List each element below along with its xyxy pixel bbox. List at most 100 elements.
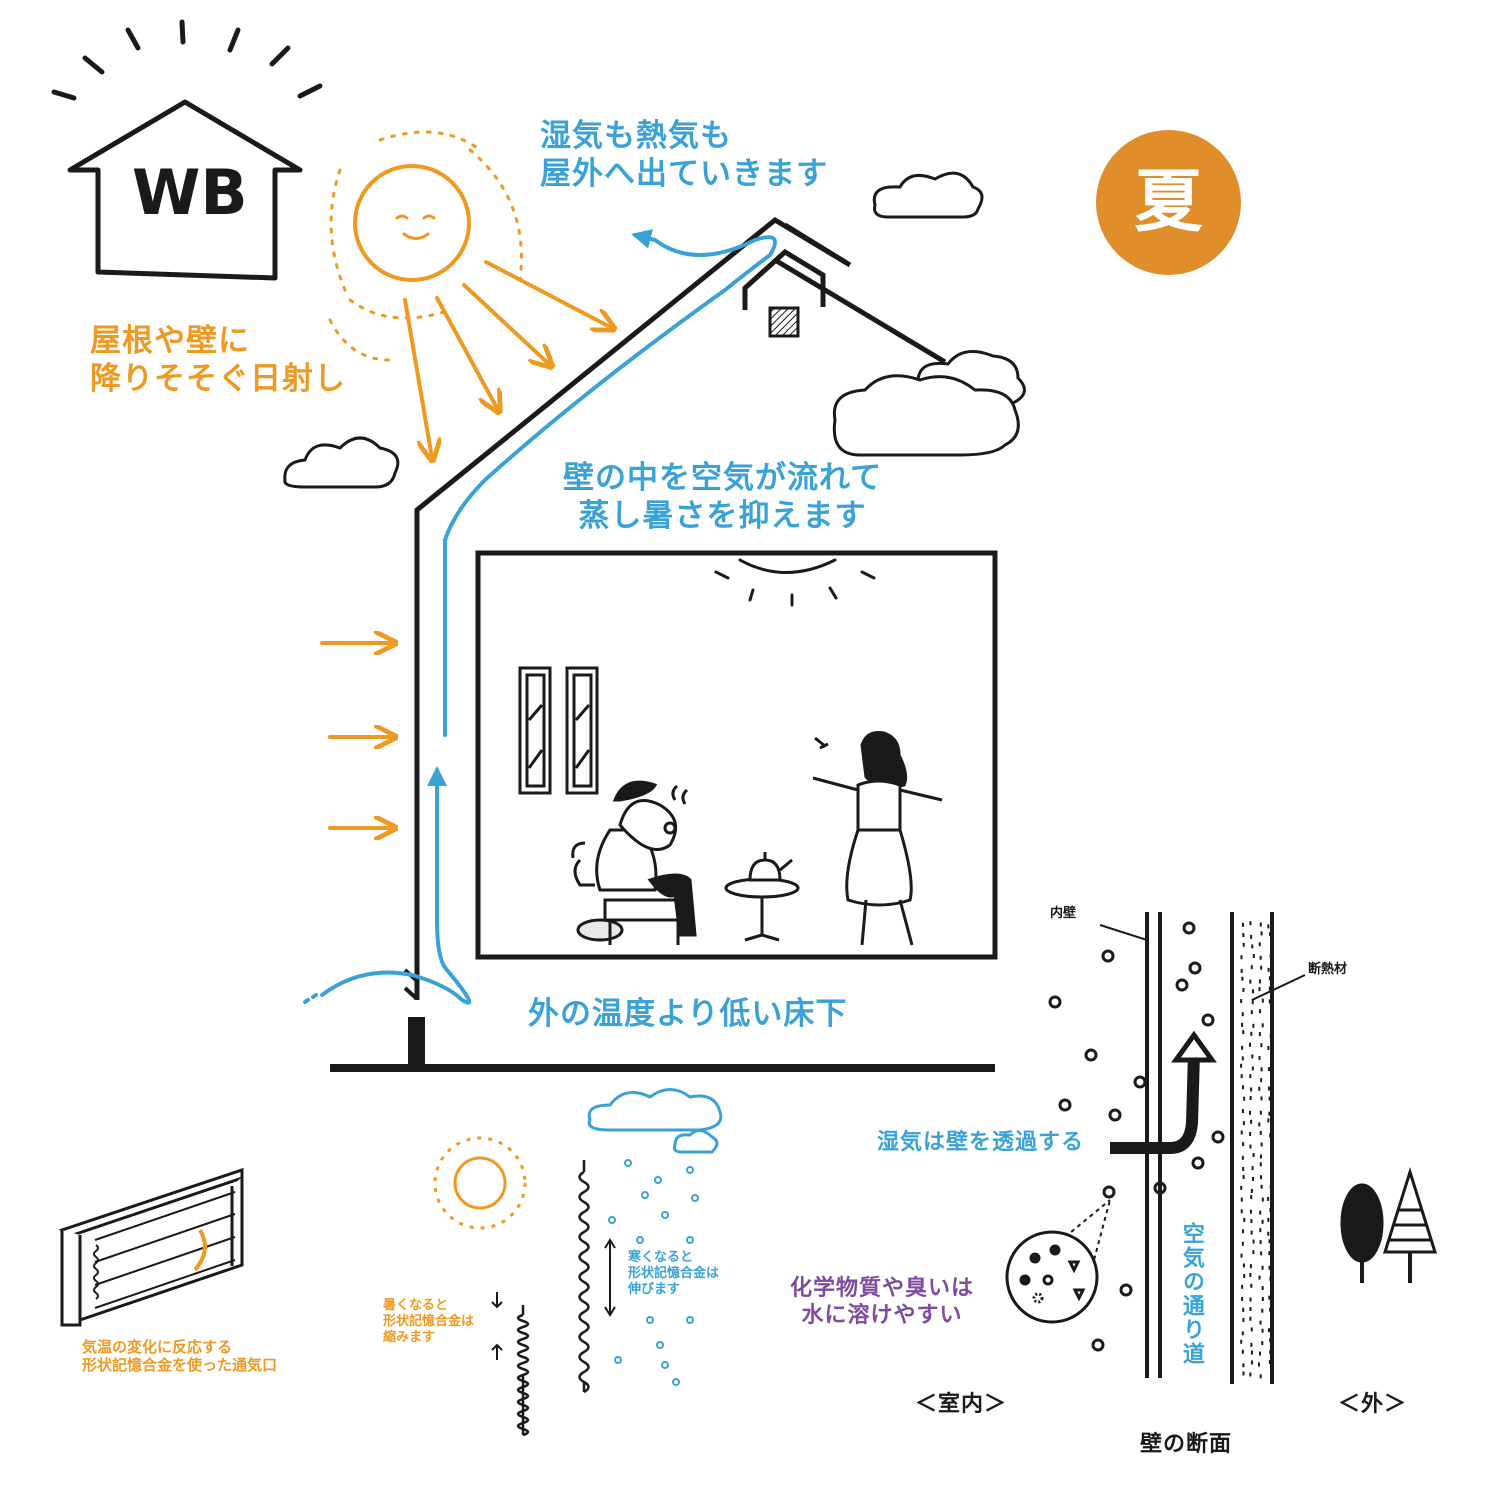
hot-contract-line2: 形状記憶合金は <box>383 1313 475 1329</box>
insulation-dot <box>1259 1130 1262 1135</box>
insulation-dot <box>1268 986 1271 991</box>
insulation-dot <box>1242 1142 1245 1147</box>
insulation-dot <box>1260 1251 1263 1256</box>
insulation-dot <box>1259 1110 1262 1115</box>
heat-arrows <box>320 643 393 828</box>
chemicals-line1: 化学物質や臭いは <box>790 1276 975 1301</box>
chemicals-line2: 水に溶けやすい <box>801 1302 963 1328</box>
insulation-dot <box>1261 1297 1264 1302</box>
airflow-path <box>303 229 777 1005</box>
sunlight-label-line2: 降りそそぐ日射し <box>90 360 346 397</box>
insulation-dot <box>1267 1217 1270 1222</box>
insulation-dot <box>1250 1230 1253 1235</box>
season-badge: 夏 <box>1096 130 1241 275</box>
insulation-dot <box>1268 1239 1271 1244</box>
insulation-dot <box>1249 1074 1252 1079</box>
insulation-dot <box>1242 1363 1245 1368</box>
insulation-dot <box>1269 1207 1272 1212</box>
wall-airflow-label-line1: 壁の中を空気が流れて <box>563 460 883 496</box>
insulation-dot <box>1267 1067 1270 1072</box>
insulation-dot <box>1259 1228 1262 1233</box>
insulation-dot <box>1249 1372 1252 1377</box>
insulation-dot <box>1270 1074 1273 1079</box>
insulation-dot <box>1269 1033 1272 1038</box>
insulation-dot <box>1249 979 1252 984</box>
insulation-dot <box>1270 1375 1273 1380</box>
moisture-bubbles <box>1048 921 1225 1352</box>
insulation-dot <box>1268 1265 1271 1270</box>
insulation-dot <box>1249 1042 1252 1047</box>
insulation-dot <box>1258 1055 1261 1060</box>
insulation-dot <box>1249 1306 1252 1311</box>
insulation-dot <box>1269 954 1272 959</box>
insulation-dot <box>1249 1144 1252 1149</box>
insulation-dot <box>1241 1056 1244 1061</box>
rain-cloud-icon <box>587 1088 723 1386</box>
insulation-dot <box>1241 1109 1244 1114</box>
insulation-dot <box>1240 1197 1243 1202</box>
cold-extend-label: 寒くなると 形状記憶合金は 伸びます <box>628 1250 719 1298</box>
cloud-icon <box>283 436 400 489</box>
insulation-dot <box>1261 998 1264 1003</box>
insulation-dot <box>1259 1162 1262 1167</box>
insulation-dot <box>1250 1350 1253 1355</box>
insulation-dot <box>1268 1360 1271 1365</box>
insulation-dot <box>1267 924 1270 929</box>
insulation-dot <box>1260 1175 1263 1180</box>
spring-icon <box>578 1160 590 1394</box>
insulation-dot <box>1250 1342 1253 1347</box>
insulation-dot <box>1243 1274 1246 1279</box>
insulation-dot <box>1260 1142 1263 1147</box>
exhaust-label-line2: 屋外へ出ていきます <box>540 155 828 192</box>
insulation-dot <box>1240 1074 1243 1079</box>
insulation-dot <box>1261 1023 1264 1028</box>
insulation-dot <box>1240 955 1243 960</box>
insulation-dot <box>1267 967 1270 972</box>
insulation-dot <box>1261 1341 1264 1346</box>
insulation-dot <box>1241 976 1244 981</box>
insulation-dot <box>1242 933 1245 938</box>
insulation-dot <box>1258 942 1261 947</box>
insulation-dot <box>1270 1176 1273 1181</box>
insulation-dot <box>1241 1022 1244 1027</box>
air-path-label: 空気の通り道 <box>1178 1222 1204 1366</box>
insulation-dot <box>1249 1297 1252 1302</box>
exhaust-label-line1: 湿気も熱気も <box>540 118 732 154</box>
insulation-dot <box>1259 922 1262 927</box>
insulation-label: 断熱材 <box>1308 962 1348 977</box>
insulation-dot <box>1251 1166 1254 1171</box>
roof-vent-icon <box>768 306 800 338</box>
insulation-dot <box>1270 1320 1273 1325</box>
insulation-dot <box>1267 1045 1270 1050</box>
insulation-dot <box>1249 1132 1252 1137</box>
insulation-dot <box>1258 1086 1261 1091</box>
insulation-dot <box>1252 1023 1255 1028</box>
insulation-dot <box>1258 979 1261 984</box>
insulation-dot <box>1260 1043 1263 1048</box>
insulation-dot <box>1261 1219 1264 1224</box>
insulation-dot <box>1269 1184 1272 1189</box>
insulation-dot <box>1259 955 1262 960</box>
insulation-dot <box>1242 988 1245 993</box>
wall-airflow-label: 壁の中を空気が流れて 蒸し暑さを抑えます <box>563 460 882 536</box>
insulation-dot <box>1268 976 1271 981</box>
insulation-dot <box>1261 1197 1264 1202</box>
seated-person-icon <box>571 780 697 945</box>
insulation-dot <box>1249 921 1252 926</box>
insulation-dot <box>1267 1231 1270 1236</box>
insulation-dot <box>1241 922 1244 927</box>
insulation-dot <box>1252 1250 1255 1255</box>
insulation-dot <box>1267 1118 1270 1123</box>
insulation-dot <box>1242 1263 1245 1268</box>
insulation-dot <box>1241 1085 1244 1090</box>
insulation-dot <box>1258 1275 1261 1280</box>
cloud-icon <box>872 171 984 219</box>
tea-table-icon <box>724 852 800 942</box>
insulation-dot <box>1260 1096 1263 1101</box>
insulation-dot <box>1270 1155 1273 1160</box>
insulation-dot <box>1250 1360 1253 1365</box>
insulation-dot <box>1249 1264 1252 1269</box>
hot-contract-line1: 暑くなると <box>383 1298 449 1313</box>
insulation-dot <box>1251 1066 1254 1071</box>
house-logo-icon <box>51 19 323 281</box>
